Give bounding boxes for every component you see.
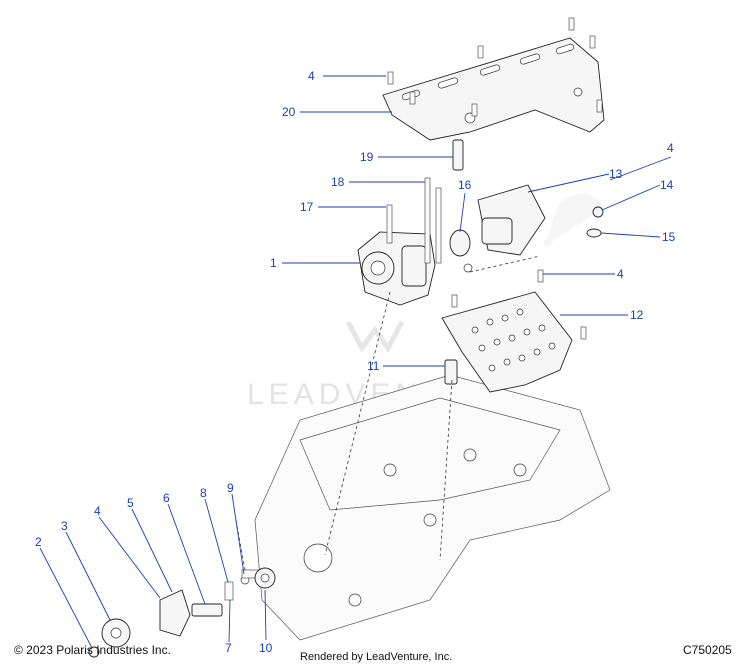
callout-p19: 19 — [360, 150, 374, 164]
callout-p11: 11 — [367, 359, 380, 373]
callout-p1: 1 — [270, 256, 277, 270]
callout-p5: 5 — [127, 496, 134, 510]
callout-p17: 17 — [300, 200, 314, 214]
callout-p4c: 4 — [617, 267, 624, 281]
rendered-by-text: Rendered by LeadVenture, Inc. — [300, 651, 453, 663]
gasket-plate — [382, 37, 605, 141]
callout-p13: 13 — [609, 167, 623, 181]
o-ring — [586, 228, 602, 238]
callout-p18: 18 — [331, 175, 345, 189]
oil-pump-assembly — [357, 231, 436, 306]
drain-plug — [444, 359, 458, 385]
gasket-bolts — [387, 17, 603, 117]
copyright-text: © 2023 Polaris Industries Inc. — [14, 643, 171, 657]
leader-lines — [39, 75, 672, 649]
seal-ring — [449, 229, 471, 257]
diagram-code: C750205 — [683, 643, 732, 657]
callout-labels: 4 20 19 18 17 16 1 13 4 14 15 4 12 11 2 … — [35, 69, 676, 655]
baffle-plate — [441, 291, 573, 393]
callout-p2: 2 — [35, 535, 42, 549]
callout-p8: 8 — [200, 486, 207, 500]
callout-p4b: 4 — [667, 141, 674, 155]
callout-p14: 14 — [660, 178, 674, 192]
oil-pan — [254, 374, 611, 641]
callout-p4d: 4 — [94, 504, 101, 518]
pump-bolts — [386, 177, 442, 264]
callout-p10: 10 — [259, 641, 273, 655]
callout-p16: 16 — [458, 178, 472, 192]
callout-p7: 7 — [225, 641, 232, 655]
callout-p3: 3 — [61, 519, 68, 533]
callout-p15: 15 — [662, 230, 676, 244]
callout-p20: 20 — [282, 105, 296, 119]
callout-p6: 6 — [163, 491, 170, 505]
pickup-fitting — [452, 139, 464, 171]
callout-p4a: 4 — [308, 69, 315, 83]
callout-p12: 12 — [630, 308, 644, 322]
callout-p9: 9 — [227, 481, 234, 495]
oil-filter-housing — [477, 184, 546, 256]
drive-parts — [88, 567, 276, 658]
